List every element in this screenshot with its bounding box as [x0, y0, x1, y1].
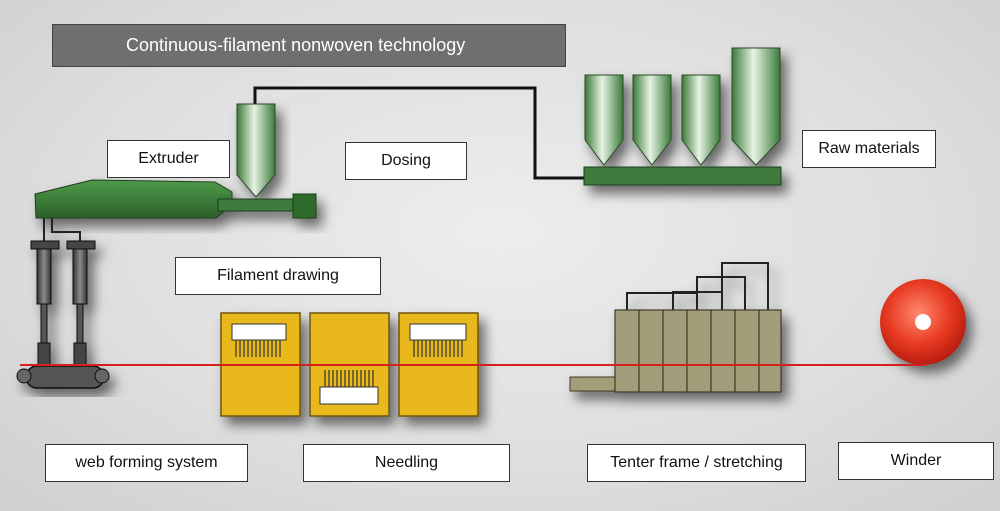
filament-drawing-label: Filament drawing — [175, 257, 381, 295]
web-forming-conveyor — [16, 365, 110, 389]
diagram-title: Continuous-filament nonwoven technology — [52, 24, 566, 67]
spinning-columns — [30, 218, 96, 366]
raw-material-silos — [583, 47, 782, 186]
web-forming-label: web forming system — [45, 444, 248, 482]
winder-roll — [880, 279, 966, 365]
dosing-hopper — [236, 103, 276, 198]
tenter-frame — [569, 262, 782, 393]
needling-label: Needling — [303, 444, 510, 482]
raw-materials-label: Raw materials — [802, 130, 936, 168]
dosing-label: Dosing — [345, 142, 467, 180]
winder-label: Winder — [838, 442, 994, 480]
feed-pipe — [253, 86, 585, 180]
tenter-label: Tenter frame / stretching — [587, 444, 806, 482]
extruder-label: Extruder — [107, 140, 230, 178]
extruder-machine — [34, 179, 317, 219]
